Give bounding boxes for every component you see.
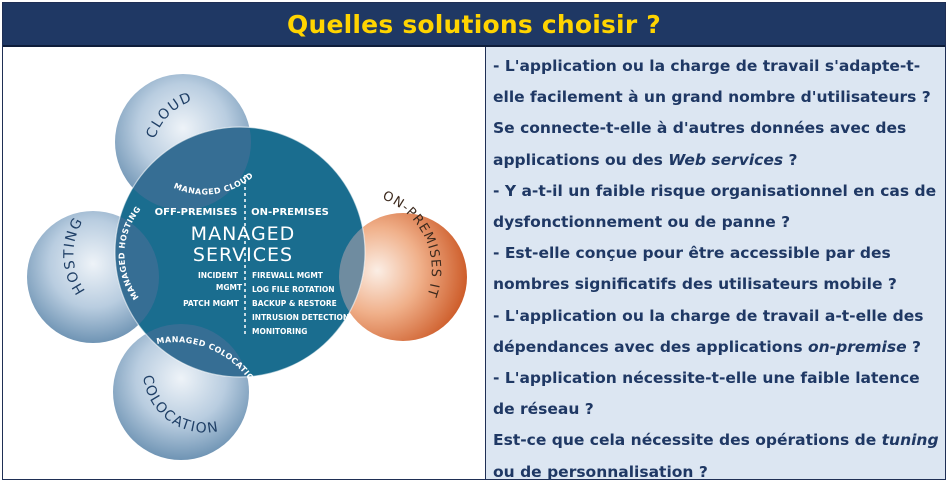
question-line: de réseau ? (493, 400, 594, 419)
question-line: Est-ce que cela nécessite des opérations… (493, 431, 939, 450)
question-line: dysfonctionnement ou de panne ? (493, 213, 791, 232)
on-premises-circle (339, 213, 467, 341)
right-item: FIREWALL MGMT (252, 271, 324, 280)
title-bar: Quelles solutions choisir ? (3, 3, 945, 47)
question-line: elle facilement à un grand nombre d'util… (493, 88, 931, 107)
question-line: - L'application ou la charge de travail … (493, 306, 924, 325)
managed-services-diagram: CLOUD MANAGED CLOUD HOSTING MANAGED HOST… (3, 47, 467, 460)
question-line: - L'application ou la charge de travail … (493, 57, 921, 75)
left-item: PATCH MGMT (183, 299, 240, 308)
question-line: dépendances avec des applications on-pre… (493, 337, 921, 356)
left-item: MGMT (216, 283, 243, 292)
right-item: MONITORING (252, 327, 307, 336)
slide-frame: Quelles solutions choisir ? (2, 2, 946, 481)
question-line: - Est-elle conçue pour être accessible p… (493, 244, 891, 263)
question-line: nombres significatifs des utilisateurs m… (493, 275, 897, 294)
question-line: ou de personnalisation ? (493, 462, 708, 481)
slide-title: Quelles solutions choisir ? (287, 9, 661, 39)
off-premises-label: OFF-PREMISES (155, 207, 238, 218)
questions-panel: - L'application ou la charge de travail … (487, 47, 943, 481)
question-line: - Y a-t-il un faible risque organisation… (493, 181, 937, 200)
managed-title-line2: SERVICES (193, 244, 293, 266)
on-premises-label: ON-PREMISES (251, 207, 329, 218)
managed-title-line1: MANAGED (191, 223, 296, 245)
right-item: BACKUP & RESTORE (252, 299, 337, 308)
question-line: applications ou des Web services ? (493, 150, 798, 169)
right-item: INTRUSION DETECTION (252, 313, 349, 322)
question-line: Se connecte-t-elle à d'autres données av… (493, 119, 907, 138)
diagram-panel: CLOUD MANAGED CLOUD HOSTING MANAGED HOST… (3, 47, 486, 479)
question-line: - L'application nécessite-t-elle une fai… (493, 369, 920, 388)
right-item: LOG FILE ROTATION (252, 285, 335, 294)
managed-cloud-overlap (115, 127, 251, 210)
left-item: INCIDENT (198, 271, 239, 280)
